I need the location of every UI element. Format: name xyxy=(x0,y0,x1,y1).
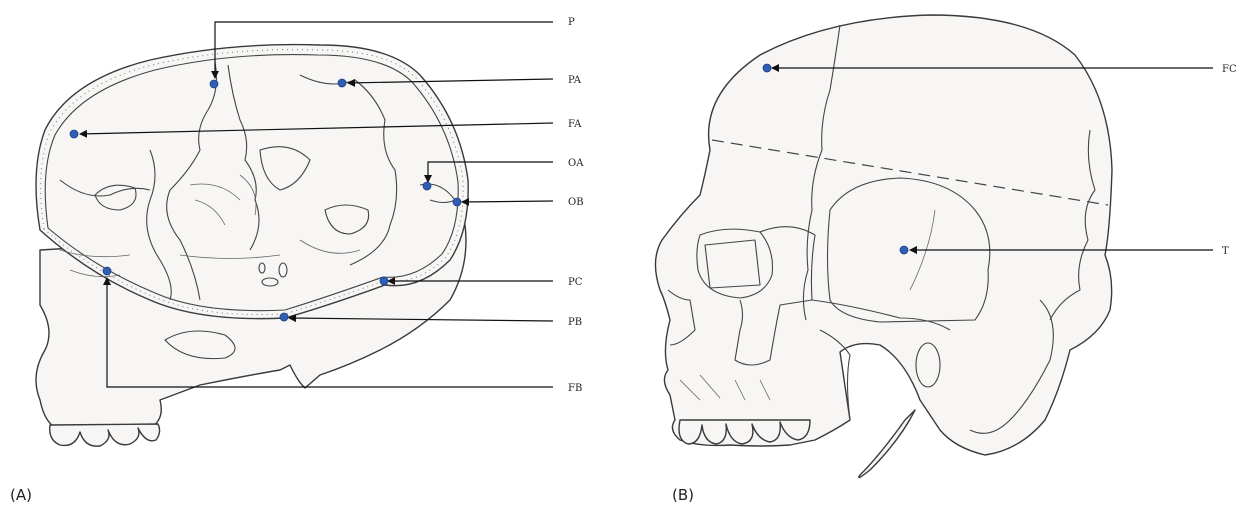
point-pa xyxy=(338,79,346,87)
skull-a-drawing xyxy=(36,45,468,447)
skull-b-outline xyxy=(655,15,1112,455)
point-ob xyxy=(453,198,461,206)
point-fc xyxy=(763,64,771,72)
label-t: T xyxy=(1222,246,1229,257)
point-pb xyxy=(280,313,288,321)
label-oa: OA xyxy=(568,158,584,169)
label-fc: FC xyxy=(1222,64,1237,75)
skull-b-drawing xyxy=(655,15,1112,478)
point-p xyxy=(210,80,218,88)
panel-b-caption: (B) xyxy=(672,486,694,504)
label-pa: PA xyxy=(568,75,582,86)
label-pc: PC xyxy=(568,277,583,288)
point-fa xyxy=(70,130,78,138)
point-t xyxy=(900,246,908,254)
label-ob: OB xyxy=(568,197,584,208)
label-pb: PB xyxy=(568,317,582,328)
skull-a-teeth xyxy=(50,424,160,446)
panel-a-caption: (A) xyxy=(10,486,32,504)
label-fa: FA xyxy=(568,119,582,130)
label-fb: FB xyxy=(568,383,582,394)
point-pc xyxy=(380,277,388,285)
label-p: P xyxy=(568,17,575,28)
point-fb xyxy=(103,267,111,275)
point-oa xyxy=(423,182,431,190)
